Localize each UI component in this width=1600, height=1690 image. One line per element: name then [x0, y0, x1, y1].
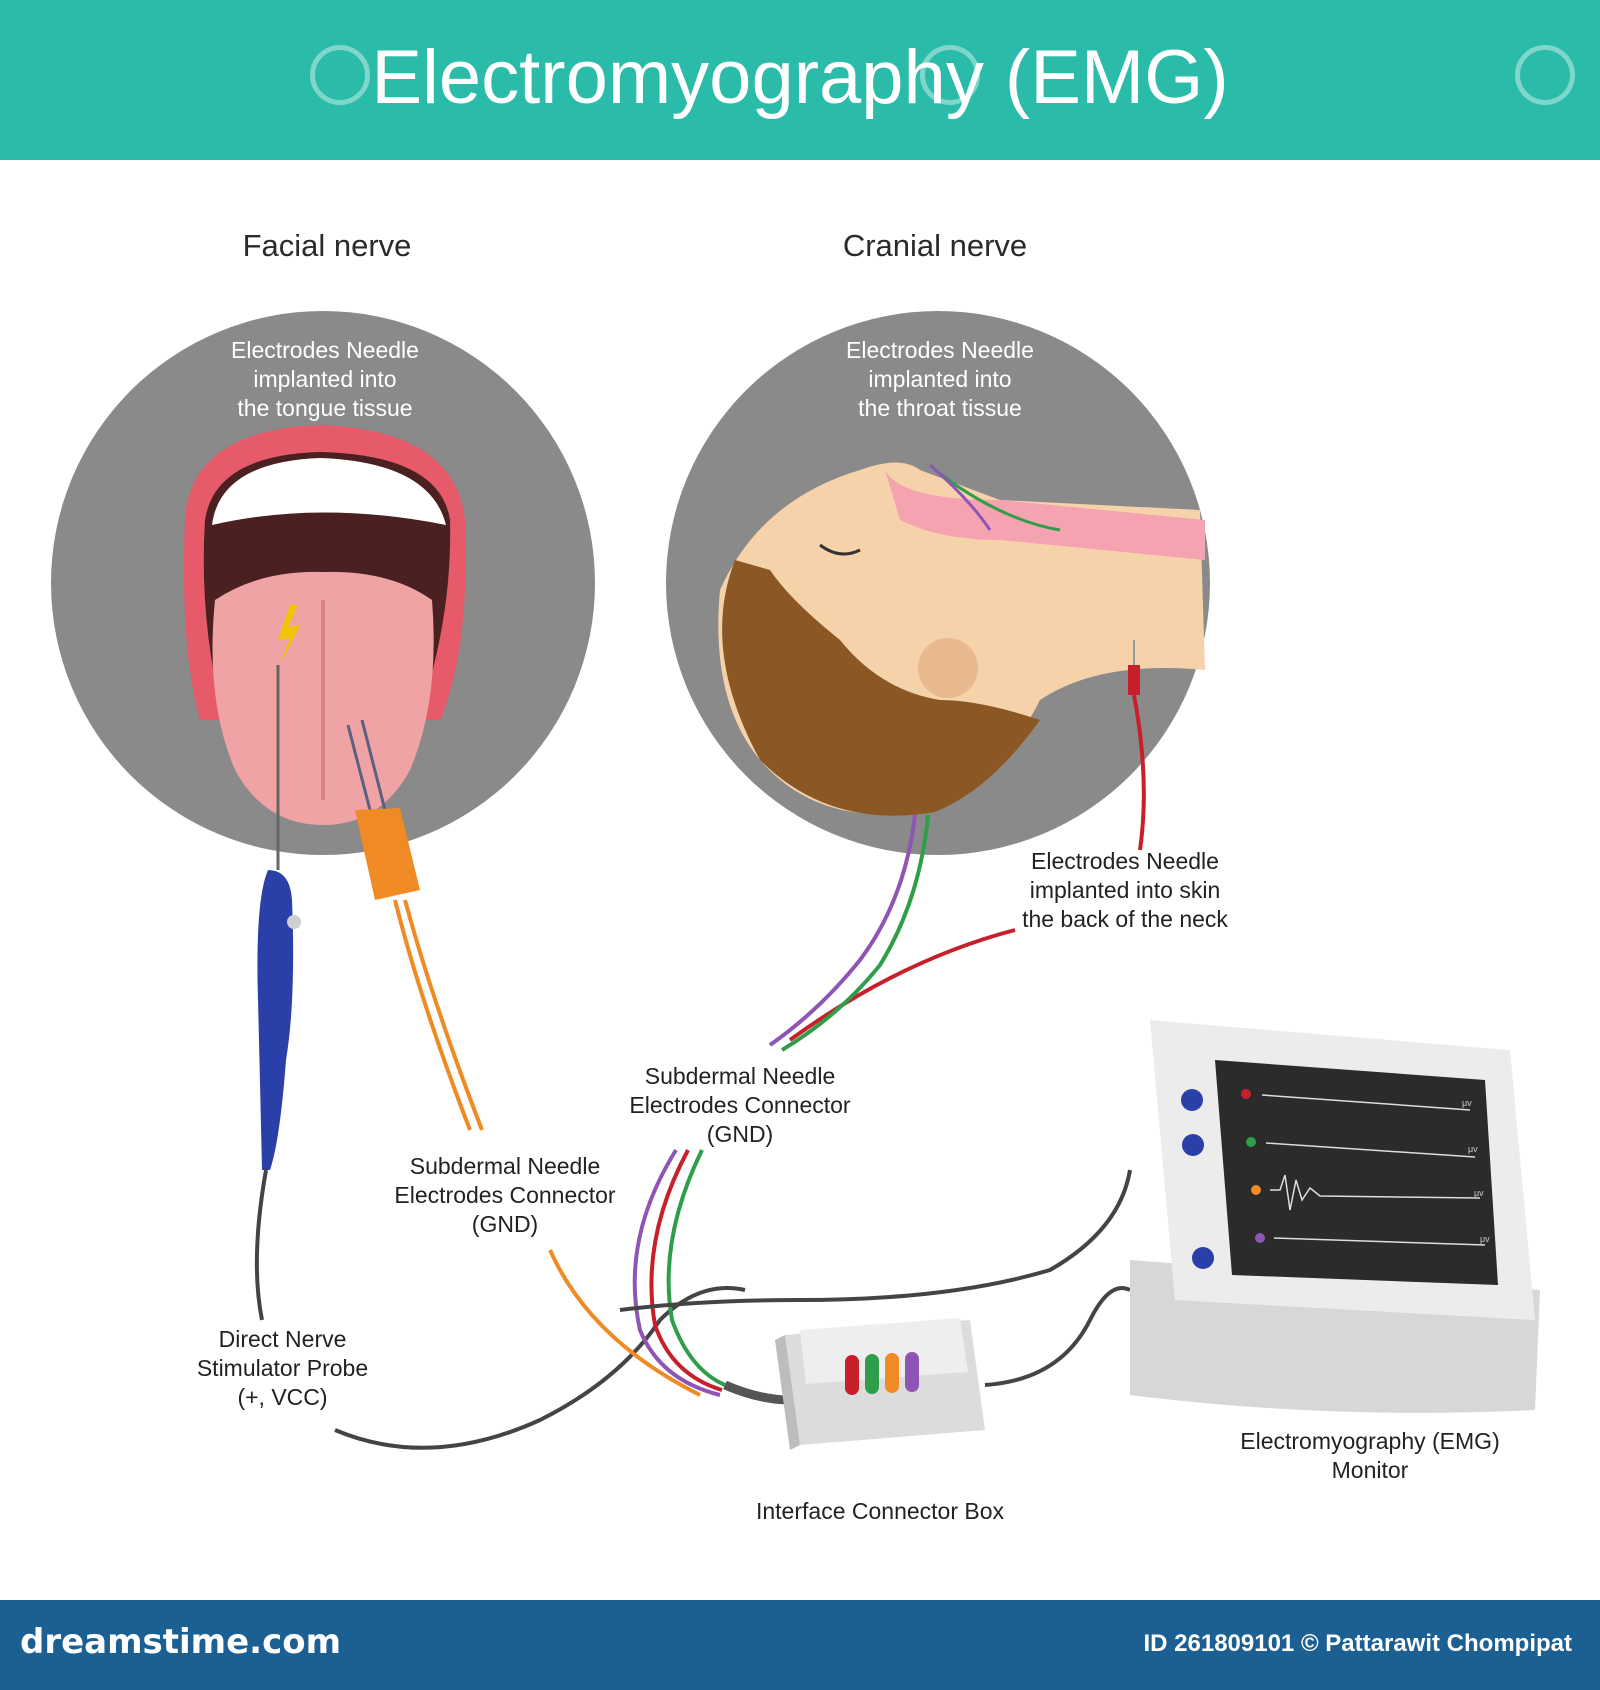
monitor-unit-label: μv [1474, 1188, 1484, 1198]
lightning-icon [278, 605, 300, 665]
cranial-nerve-heading: Cranial nerve [842, 228, 1028, 263]
monitor-unit-label: μv [1468, 1144, 1478, 1154]
monitor-unit-label: μv [1480, 1234, 1490, 1244]
watermark-spiral-icon [310, 45, 370, 105]
stimulator-probe-label: Direct Nerve Stimulator Probe (+, VCC) [196, 1326, 369, 1410]
monitor-unit-label: μv [1462, 1098, 1472, 1108]
connector-box-label: Interface Connector Box [755, 1498, 1005, 1524]
footer-bar [0, 1600, 1600, 1690]
probe-handle [257, 870, 294, 1170]
tongue-electrode-label: Electrodes Needle implanted into the ton… [231, 337, 419, 421]
interface-connector-box [775, 1318, 985, 1450]
emg-illustration: μv μv μv μv [51, 311, 1540, 1450]
subdermal-connector-right-label: Subdermal Needle Electrodes Connector (G… [629, 1063, 851, 1147]
emg-monitor [1130, 1020, 1540, 1413]
watermark-spiral-icon [920, 45, 980, 105]
header-bar [0, 0, 1600, 160]
tongue-electrode-connector [355, 808, 420, 900]
facial-nerve-heading: Facial nerve [242, 228, 412, 263]
emg-monitor-label: Electromyography (EMG) Monitor [1240, 1428, 1500, 1483]
subdermal-connector-left-label: Subdermal Needle Electrodes Connector (G… [394, 1153, 616, 1237]
neck-needle-label: Electrodes Needle implanted into skin th… [1022, 848, 1228, 932]
throat-electrode-label: Electrodes Needle implanted into the thr… [846, 337, 1034, 421]
footer-brand: dreamstime.com [20, 1622, 342, 1662]
page-title: Electromyography (EMG) [371, 35, 1229, 120]
head-illustration [718, 462, 1205, 816]
footer-credit: ID 261809101 © Pattarawit Chompipat [1143, 1630, 1572, 1657]
watermark-spiral-icon [1515, 45, 1575, 105]
probe-cable [334, 1286, 746, 1450]
mouth-illustration [184, 425, 466, 825]
